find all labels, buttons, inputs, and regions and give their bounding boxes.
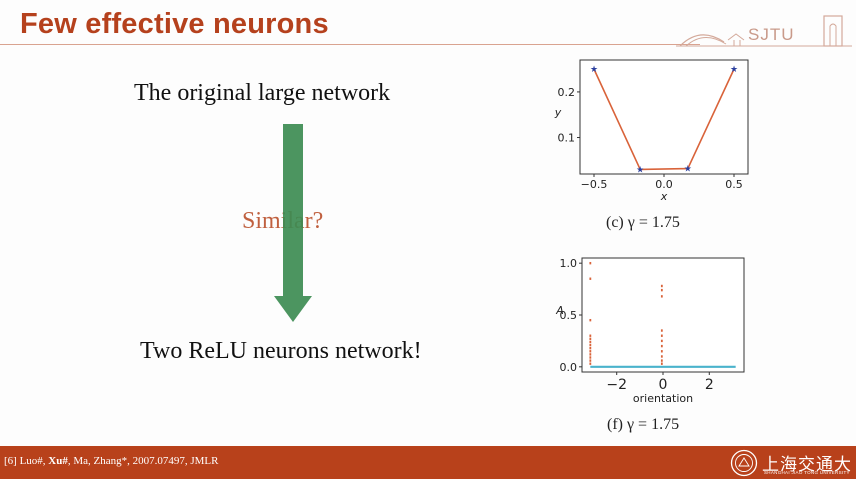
citation-suffix: , Ma, Zhang*, 2007.07497, JMLR <box>67 455 219 467</box>
data-point-marker: ★ <box>636 164 644 174</box>
down-arrow-icon <box>274 124 312 322</box>
sjtu-seal-icon <box>730 449 758 477</box>
similar-question-text: Similar? <box>242 208 324 234</box>
data-point-marker: ★ <box>730 64 738 74</box>
data-point-marker: ★ <box>590 64 598 74</box>
plot-c: −0.5 0.0 0.5 0.1 0.2 x y ★ ★ ★ ★ <box>554 59 749 203</box>
original-network-text: The original large network <box>134 80 391 106</box>
y-tick-label: 0.2 <box>558 86 576 99</box>
citation-bold-author: Xu# <box>48 455 68 467</box>
scatter-point <box>589 343 592 347</box>
scatter-point <box>660 355 663 358</box>
scatter-point <box>589 334 592 337</box>
scatter-point <box>589 261 592 265</box>
slide: Few effective neurons SJTU The original … <box>0 8 856 479</box>
data-point-marker: ★ <box>684 164 692 174</box>
scatter-point <box>660 295 663 298</box>
caption-c: (c) γ = 1.75 <box>606 214 680 231</box>
page-title: Few effective neurons <box>20 8 329 40</box>
caption-f: (f) γ = 1.75 <box>607 416 680 433</box>
scatter-point <box>589 353 592 356</box>
plot-f-frame <box>581 257 745 373</box>
scatter-point <box>660 362 663 365</box>
x-axis-label: x <box>660 190 668 203</box>
scatter-point <box>589 356 592 359</box>
scatter-point <box>589 346 592 350</box>
citation-prefix: [6] Luo#, <box>4 455 49 467</box>
two-relu-text: Two ReLU neurons network! <box>140 338 422 364</box>
scatter-point <box>660 339 663 343</box>
scatter-point <box>660 334 663 337</box>
x-tick-label: −2 <box>606 377 627 393</box>
footer-logo-text: 上海交通大学 <box>762 455 852 499</box>
scatter-point <box>660 350 663 353</box>
y-tick-label: 0.1 <box>558 132 576 145</box>
y-axis-label: A <box>555 304 564 317</box>
scatter-point <box>660 344 663 348</box>
scatter-point <box>589 340 592 344</box>
series-line <box>593 68 735 171</box>
scatter-point <box>660 359 663 362</box>
scatter-point <box>589 277 592 280</box>
sjtu-gate-logo-icon <box>676 15 852 47</box>
x-tick-label: −0.5 <box>581 178 608 191</box>
scatter-point <box>589 318 592 322</box>
footer-bar: [6] Luo#, Xu#, Ma, Zhang*, 2007.07497, J… <box>0 446 856 479</box>
scatter-point <box>660 288 663 292</box>
sjtu-logo-text: SJTU <box>748 25 795 44</box>
y-tick-label: 0.5 <box>560 309 578 322</box>
x-tick-label: 0 <box>659 377 668 393</box>
y-tick-label: 0.0 <box>560 361 578 374</box>
y-axis-label: y <box>554 106 562 119</box>
scatter-point <box>589 362 592 365</box>
plot-f: −2 0 2 0.0 0.5 1.0 orientation A <box>555 257 745 405</box>
title-divider <box>0 44 700 45</box>
scatter-point <box>589 350 592 353</box>
y-tick-label: 1.0 <box>560 257 578 270</box>
scatter-point <box>660 284 663 288</box>
footer-logo-subtext: SHANGHAI JIAO TONG UNIVERSITY <box>764 470 850 475</box>
x-tick-label: 0.0 <box>655 178 673 191</box>
scatter-point <box>589 359 592 362</box>
scatter-point <box>589 337 592 341</box>
footer-citation: [6] Luo#, Xu#, Ma, Zhang*, 2007.07497, J… <box>4 455 219 467</box>
x-axis-label: orientation <box>633 392 693 405</box>
scatter-point <box>660 329 663 332</box>
x-tick-label: 0.5 <box>725 178 743 191</box>
plot-c-frame <box>579 59 749 175</box>
x-tick-label: 2 <box>705 377 714 393</box>
